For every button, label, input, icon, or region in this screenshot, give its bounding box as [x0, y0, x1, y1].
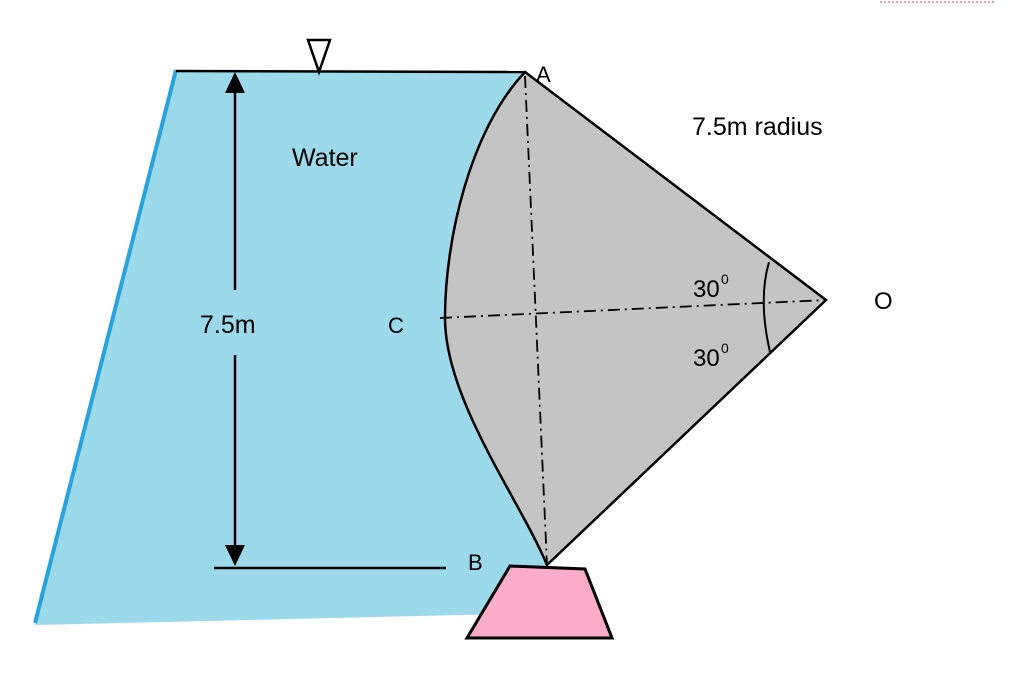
point-b-label: B [468, 550, 483, 575]
arrow-up-icon [225, 72, 245, 93]
depth-label: 7.5m [200, 311, 256, 339]
angle-lower-degree: 0 [721, 340, 729, 356]
angle-arc [762, 261, 771, 353]
free-surface-triangle-icon [306, 38, 332, 76]
gate-support [464, 564, 615, 640]
centerline-co [439, 299, 827, 319]
radius-label: 7.5m radius [692, 113, 823, 141]
point-a-label: A [536, 62, 551, 87]
chord-ab [524, 75, 548, 566]
reservoir-bank [33, 69, 178, 624]
angle-lower-label: 30 [693, 345, 720, 372]
point-o-label: O [874, 288, 893, 315]
water-label: Water [292, 144, 358, 172]
point-c-label: C [388, 313, 404, 338]
free-surface-line [175, 69, 526, 74]
angle-upper-degree: 0 [721, 271, 729, 287]
water-body [35, 70, 547, 625]
arrow-down-icon [225, 545, 245, 566]
angle-upper-label: 30 [693, 276, 720, 303]
